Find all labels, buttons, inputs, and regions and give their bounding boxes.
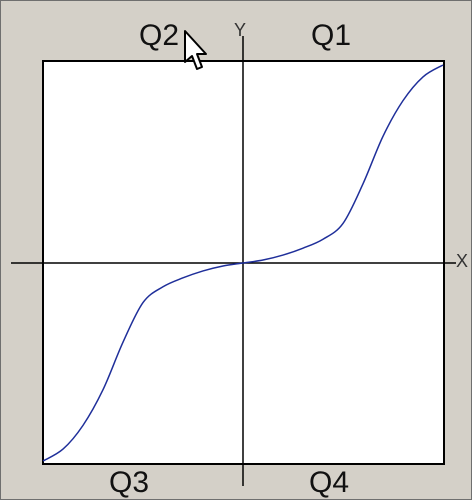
x-axis-label: X	[456, 251, 469, 271]
y-axis-label: Y	[234, 20, 247, 40]
transfer-curve[interactable]	[42, 64, 444, 462]
quadrant-label-q1: Q1	[311, 19, 352, 52]
quadrant-label-q3: Q3	[109, 466, 150, 499]
arrow-cursor-icon	[184, 30, 207, 70]
quadrant-label-q2: Q2	[139, 19, 180, 52]
quadrant-label-q4: Q4	[309, 466, 350, 499]
